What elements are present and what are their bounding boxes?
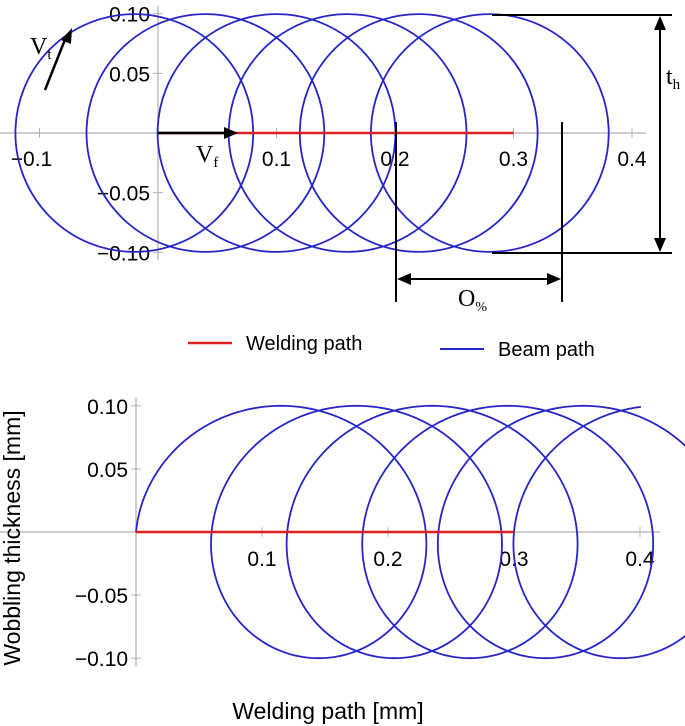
y-tick-label: 0.05	[109, 63, 150, 86]
overlap-label: O%	[458, 286, 487, 315]
x-tick-label: 0.2	[373, 548, 402, 571]
y-axis-title: Wobbling thickness [mm]	[0, 410, 25, 665]
th-arrowhead-bottom	[654, 238, 666, 252]
y-tick-label: −0.05	[97, 183, 150, 206]
th-arrowhead-top	[654, 16, 666, 30]
legend-beam-label: Beam path	[498, 339, 595, 361]
x-tick-label: 0.4	[625, 548, 655, 571]
legend: Welding path Beam path	[188, 333, 595, 361]
y-tick-label: −0.10	[97, 242, 150, 265]
y-tick-label: 0.10	[87, 396, 128, 419]
overlap-arrowhead-left	[397, 273, 411, 285]
x-tick-label: 0.4	[617, 148, 647, 171]
x-tick-label: 0.1	[247, 548, 276, 571]
legend-welding-label: Welding path	[246, 333, 362, 355]
annotation-labels: Vt Vf th O%	[30, 34, 681, 315]
th-label: th	[666, 64, 681, 93]
x-tick-label: −0.1	[11, 148, 52, 171]
vt-label: Vt	[30, 34, 52, 63]
vf-label: Vf	[196, 142, 218, 171]
vf-arrowhead	[224, 127, 238, 139]
y-tick-label: −0.10	[75, 648, 128, 671]
x-tick-label: 0.1	[262, 148, 291, 171]
overlap-arrowhead-right	[547, 273, 561, 285]
vt-arrowhead	[61, 28, 72, 44]
y-tick-label: 0.10	[109, 4, 150, 27]
y-tick-label: 0.05	[87, 459, 128, 482]
x-axis-title: Welding path [mm]	[232, 698, 423, 724]
x-tick-label: 0.3	[499, 148, 528, 171]
annotations	[43, 14, 672, 302]
beam-spiral-path	[135, 404, 685, 660]
y-tick-label: −0.05	[75, 585, 128, 608]
vt-arrow	[43, 36, 68, 91]
